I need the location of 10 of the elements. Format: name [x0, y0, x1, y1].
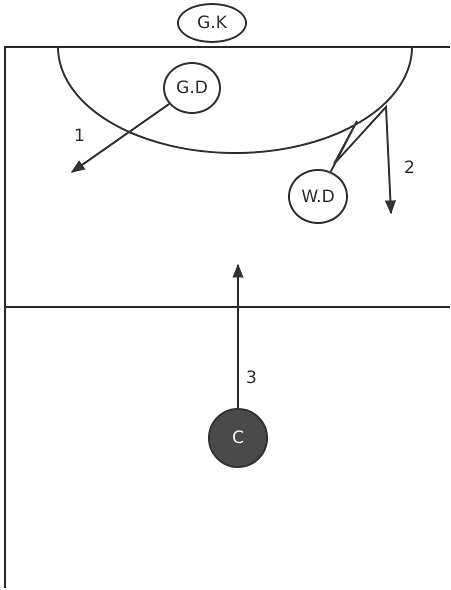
edge-label: 3 — [246, 370, 257, 387]
player-marker: G.K — [177, 3, 247, 43]
edge-label: 1 — [74, 128, 85, 145]
player-marker: C — [208, 408, 268, 468]
edge-label: 2 — [404, 160, 415, 177]
player-marker: G.D — [163, 62, 221, 114]
movement-arrow — [70, 103, 170, 173]
movement-arrow — [330, 104, 396, 214]
player-marker: W.D — [288, 169, 348, 224]
movement-arrow — [232, 264, 244, 408]
